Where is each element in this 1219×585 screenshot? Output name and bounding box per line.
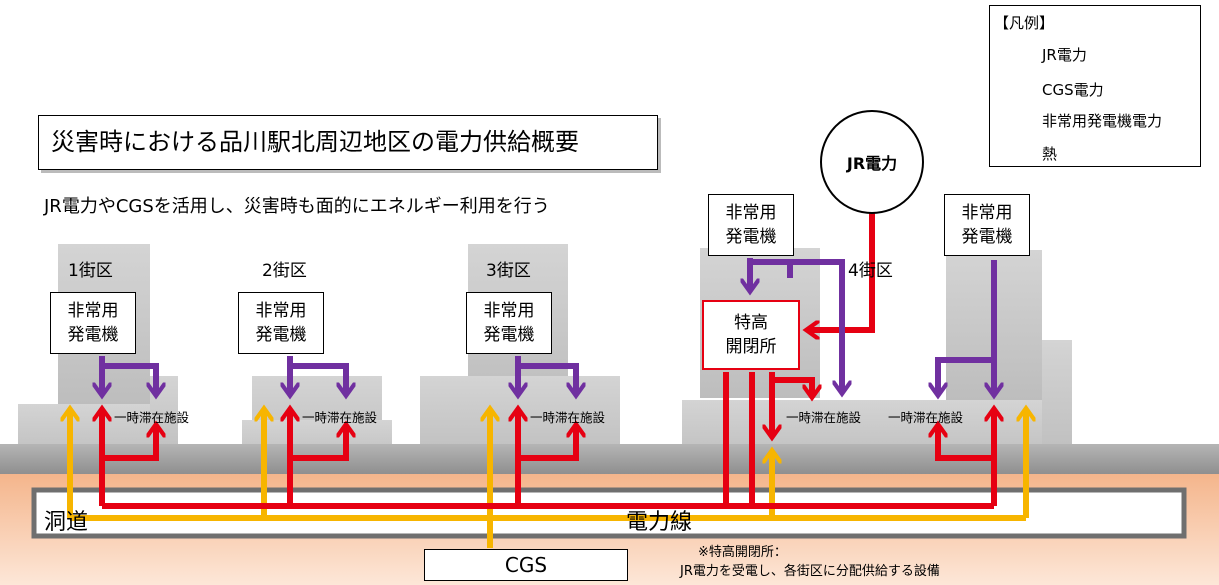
facility-district-2: 一時滞在施設 — [302, 410, 378, 425]
generator-power-lines — [102, 258, 994, 394]
tunnel-label: 洞道 — [44, 510, 89, 535]
legend: 【凡例】 JR電力 CGS電力 非常用発電機電力 熱 — [989, 5, 1201, 167]
generator-district-3: 非常用発電機 — [466, 292, 552, 354]
legend-item-heat: 熱 — [1042, 145, 1058, 163]
cgs-plant: CGS — [424, 549, 628, 581]
legend-title: 【凡例】 — [994, 14, 1055, 32]
facility-district-1: 一時滞在施設 — [114, 410, 190, 425]
facility-district-3: 一時滞在施設 — [530, 410, 606, 425]
legend-item-jr: JR電力 — [1042, 46, 1087, 64]
district-3-label: 3街区 — [486, 261, 531, 281]
generator-district-4-west: 非常用発電機 — [708, 194, 794, 256]
diagram-subtitle: JR電力やCGSを活用し、災害時も面的にエネルギー利用を行う — [44, 196, 550, 217]
jr-power-source-label: JR電力 — [846, 154, 898, 173]
generator-district-2: 非常用発電機 — [238, 292, 324, 354]
cgs-power-lines — [70, 410, 1026, 548]
road-band — [0, 444, 1219, 474]
extra-high-voltage-switching-station: 特高開閉所 — [702, 300, 800, 370]
generator-district-1: 非常用発電機 — [50, 292, 136, 354]
substation-note: ※特高開閉所： JR電力を受電し、各街区に分配供給する設備 — [680, 543, 940, 581]
note-description: JR電力を受電し、各街区に分配供給する設備 — [680, 564, 940, 579]
power-line-label: 電力線 — [626, 510, 693, 535]
district-1-label: 1街区 — [68, 261, 113, 281]
diagram-title: 災害時における品川駅北周辺地区の電力供給概要 — [38, 115, 658, 170]
jr-power-source: JR電力 — [820, 110, 924, 214]
facility-district-4-west: 一時滞在施設 — [786, 410, 862, 425]
district-2-label: 2街区 — [262, 261, 307, 281]
note-title: ※特高開閉所： — [698, 545, 787, 560]
jr-power-lines — [102, 196, 994, 509]
generator-district-4-east: 非常用発電機 — [944, 194, 1030, 256]
district-4-label: 4街区 — [848, 261, 893, 281]
legend-item-generator: 非常用発電機電力 — [1042, 112, 1163, 130]
facility-district-4-east: 一時滞在施設 — [888, 410, 964, 425]
legend-item-cgs: CGS電力 — [1042, 81, 1104, 99]
